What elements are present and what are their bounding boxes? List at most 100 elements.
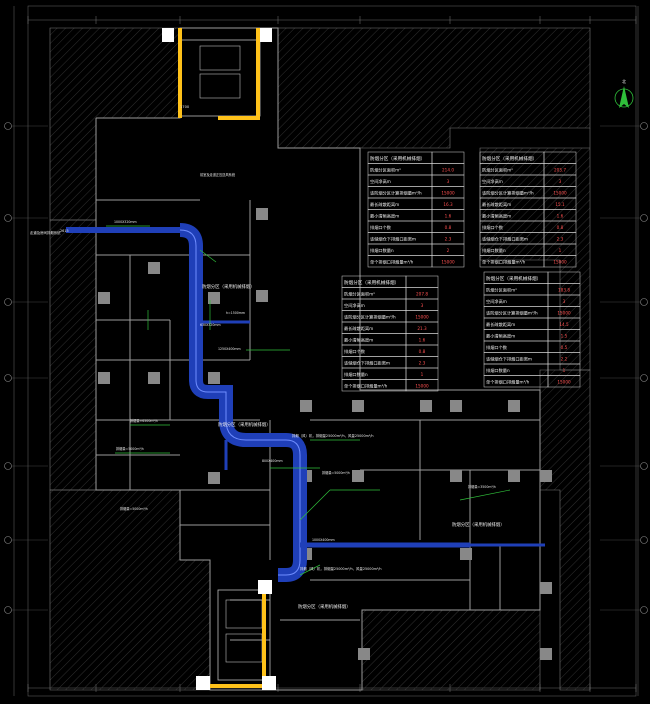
table-key: 防烟分区面积m² [344,290,375,297]
table-value: 0.8 [557,225,564,230]
table-key: 排烟口个数 [482,224,504,231]
table-key: 最长疏散距离m [486,321,515,328]
table-value: 0.8 [445,225,452,230]
column [98,292,110,304]
grid-axis-bubbles [4,122,648,614]
table-value: 2.3 [557,236,564,241]
table-key: 单个排烟口排烟量m³/h [344,382,388,389]
column [420,400,432,412]
stair-core-bottom [196,580,276,690]
zone-label-a: 防烟分区（采用机械排烟） [202,283,255,290]
column [352,470,364,482]
duct-size-6: 800X400mm [262,459,283,463]
table-value: 3 [559,179,562,184]
column [208,372,220,384]
exhaust-vol-3: 排烟量=5000m³/h [322,470,350,475]
table-key: 空间净高m [482,178,503,185]
table-value: 183.8 [558,287,570,292]
north-label: 北 [622,78,626,84]
table-value: 214.0 [442,167,454,172]
leader-lines [106,225,511,576]
table-value: 3 [563,299,566,304]
table-key: 该储烟仓下排烟口距离m [370,235,416,242]
grid-bubble-left [4,214,12,222]
column [540,470,552,482]
column [460,548,472,560]
table-value: 2.2 [561,356,568,361]
duct-size-2: 1250X400mm [218,347,241,351]
table-key: 排烟口数量n [370,247,394,254]
column [352,400,364,412]
table-key: 防烟分区（采用机械排烟） [370,155,425,162]
table-value: 1 [559,248,562,253]
table-value: 1.6 [557,213,564,218]
exhaust-vol-5: 排烟量=5000m³/h [120,506,148,511]
table-key: 单个排烟口排烟量m³/h [486,378,530,385]
zone-label-c: 防烟分区（采用机械排烟） [298,603,351,610]
column [98,372,110,384]
table-cell [547,375,581,388]
table-value: 15000 [553,259,567,264]
table-key: 防烟分区（采用机械排烟） [482,155,537,162]
grid-bubble-right [640,606,648,614]
column [540,582,552,594]
column [148,262,160,274]
column [256,290,268,302]
structural-columns [98,208,552,660]
table-key: 该防烟分区计算排烟量m³/h [482,189,534,196]
table-key: 防烟分区面积m² [486,286,517,293]
table-value: 14.5 [559,322,569,327]
table-key: 单个排烟口排烟量m³/h [370,258,414,265]
duct-size-1: 1000X320mm [114,220,137,224]
grid-bubble-left [4,606,12,614]
grid-bubble-left [4,122,12,130]
column [450,400,462,412]
grid-bubble-left [4,298,12,306]
exhaust-vol-2: 排烟量=5000m³/h [116,446,144,451]
column [208,472,220,484]
grid-bubble-right [640,536,648,544]
table-key: 防烟分区面积m² [370,166,401,173]
grid-bubble-left [4,536,12,544]
duct-size-3: 630X320mm [200,323,221,327]
table-key: 单个排烟口排烟量m³/h [482,258,526,265]
table-key: 空间净高m [344,302,365,309]
column [208,292,220,304]
left-system-note: 走道及房间排烟系统 [30,230,61,235]
table-value: 2.3 [419,360,426,365]
table-value: 15000 [553,190,567,195]
table-key: 最长疏散距离m [370,201,399,208]
table-value: 1.6 [445,213,452,218]
table-value: 205.7 [554,167,566,172]
table-key: 最小清晰高度m [486,332,515,339]
table-value: 207.8 [416,291,428,296]
table-key: 该储烟仓下排烟口距离m [482,235,528,242]
table-value: 3 [421,303,424,308]
fan-note-1: 排烟（风）机，排烟量25000m³/h，风量25000m³/h [292,433,374,438]
table-key: 该防烟分区计算排烟量m³/h [486,309,538,316]
table-key: 空间净高m [370,178,391,185]
table-value: 2 [447,248,450,253]
column [148,372,160,384]
grid-bubble-left [4,374,12,382]
table-key: 该防烟分区计算排烟量m³/h [370,189,422,196]
table-value: 21.3 [417,326,427,331]
table-cell [431,151,465,164]
table-key: 排烟口个数 [486,344,508,351]
dim-side-value: 2615 [60,229,69,233]
column [450,470,462,482]
lobby-note: 前室及走道正压送风系统 [200,172,236,177]
zone-label-d: 防烟分区（采用机械排烟） [452,521,505,528]
column [508,400,520,412]
table-value: 15.1 [555,202,565,207]
table-key: 最小清晰高度m [482,212,511,219]
exhaust-vol-1: 排烟量=6500m³/h [130,418,158,423]
column [256,208,268,220]
zone-label-b: 防烟分区（采用机械排烟） [218,421,271,428]
grid-bubble-right [640,214,648,222]
table-cell [405,275,439,288]
